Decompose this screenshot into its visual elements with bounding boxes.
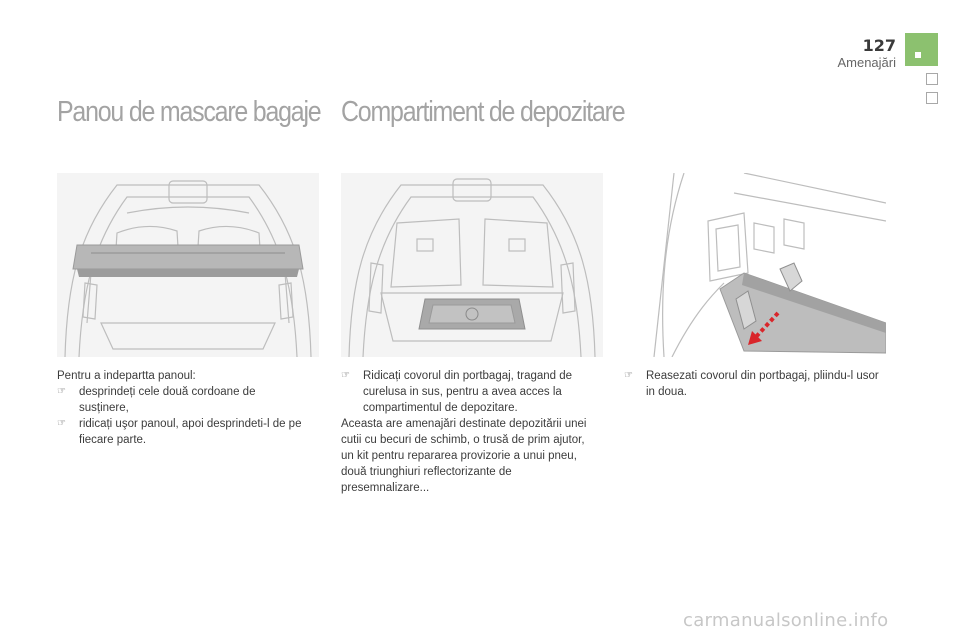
pointing-finger-icon: ☞: [341, 370, 350, 381]
watermark: carmanualsonline.info: [683, 610, 889, 631]
trunk-storage-compartment-illustration: [341, 173, 603, 357]
chapter-tab-active[interactable]: [905, 33, 938, 66]
list-item: ☞ ridicați uşor panoul, apoi desprindeti…: [57, 416, 307, 448]
chapter-tab[interactable]: [926, 73, 938, 85]
parcel-shelf-instructions: Pentru a indepartta panoul: ☞ desprindeț…: [57, 368, 307, 448]
instructions-intro: Pentru a indepartta panoul:: [57, 370, 196, 382]
section-title-storage: Compartiment de depozitare: [341, 96, 626, 128]
storage-description: Aceasta are amenajări destinate depozită…: [341, 418, 587, 494]
pointing-finger-icon: ☞: [57, 386, 66, 397]
pointing-finger-icon: ☞: [624, 370, 633, 381]
pointing-finger-icon: ☞: [57, 418, 66, 429]
list-item-text: Reasezati covorul din portbagaj, pliindu…: [646, 370, 879, 398]
folding-trunk-carpet-illustration: [624, 173, 886, 357]
section-name: Amenajări: [837, 55, 896, 70]
tab-marker-icon: [915, 52, 921, 58]
list-item: ☞ Ridicați covorul din portbagaj, tragan…: [341, 368, 596, 416]
list-item-text: ridicați uşor panoul, apoi desprindeti-l…: [79, 418, 302, 446]
storage-instructions: ☞ Ridicați covorul din portbagaj, tragan…: [341, 368, 596, 496]
carpet-instructions: ☞ Reasezati covorul din portbagaj, pliin…: [624, 368, 879, 400]
section-title-parcel-shelf: Panou de mascare bagaje: [57, 96, 322, 128]
page-number: 127: [862, 36, 896, 55]
list-item-text: Ridicați covorul din portbagaj, tragand …: [363, 370, 573, 414]
list-item-text: desprindeți cele două cordoane de susțin…: [79, 386, 256, 414]
trunk-parcel-shelf-illustration: [57, 173, 319, 357]
chapter-tab[interactable]: [926, 92, 938, 104]
list-item: ☞ Reasezati covorul din portbagaj, pliin…: [624, 368, 879, 400]
list-item: ☞ desprindeți cele două cordoane de susț…: [57, 384, 307, 416]
